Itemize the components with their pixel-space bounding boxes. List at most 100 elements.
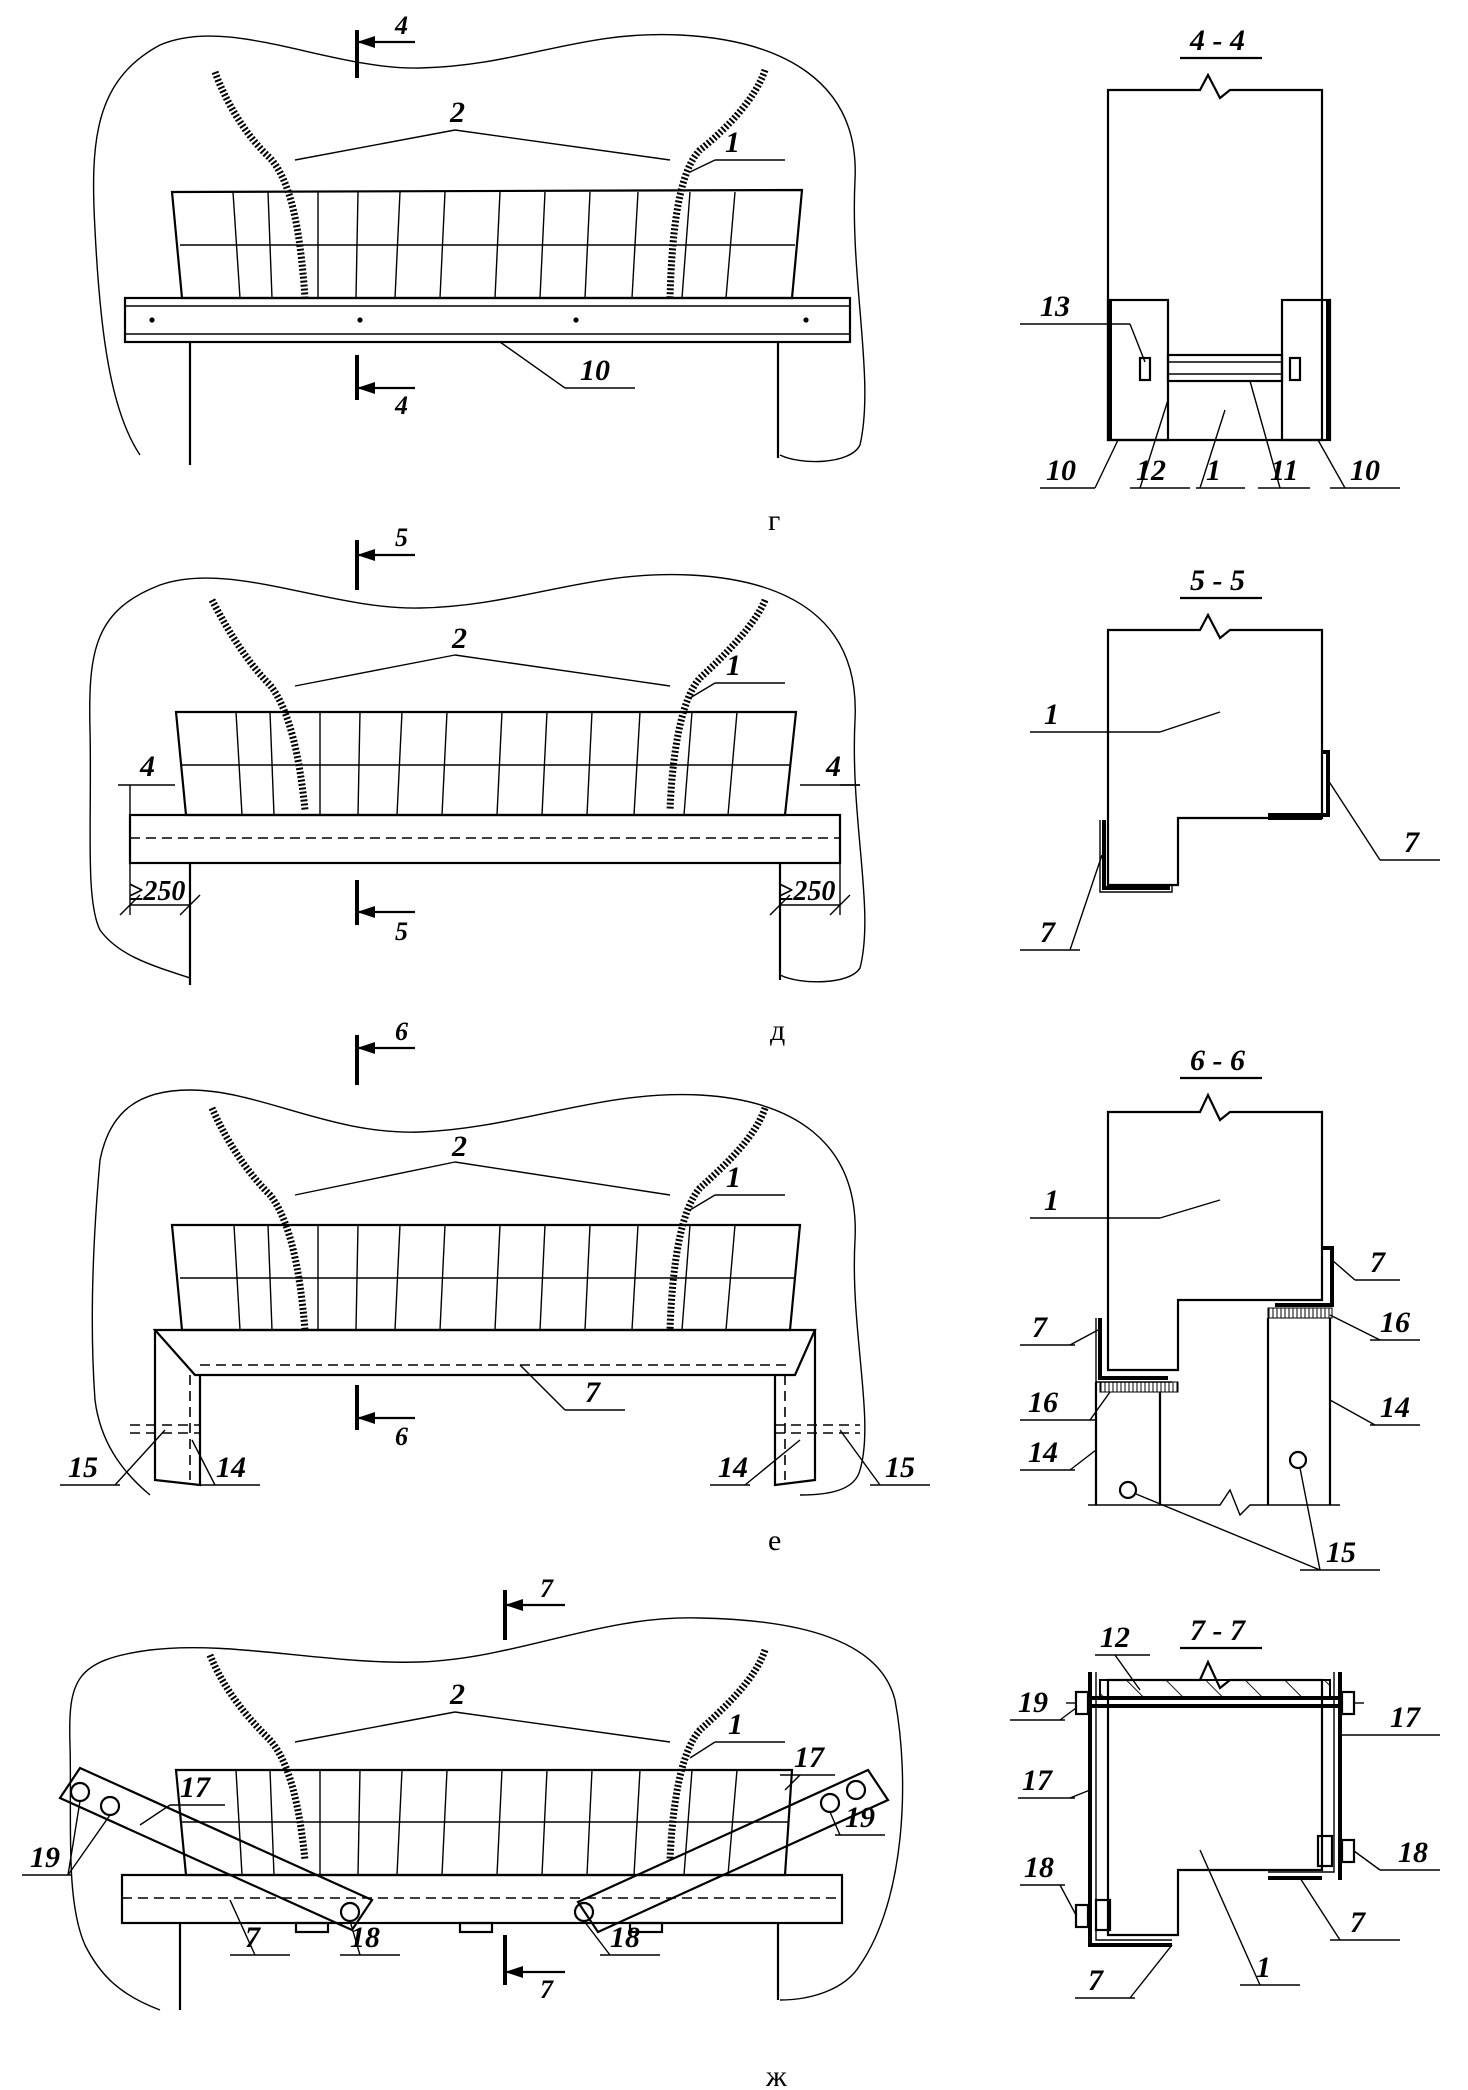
panel-zh: 7 7 2 1 17 17 19 19 7 18 18 ж — [22, 1574, 904, 2090]
label-crack: 2 — [449, 1678, 465, 1711]
label-masonry: 1 — [1256, 1951, 1271, 1984]
label-channel-right: 10 — [1350, 454, 1380, 487]
section-4-4: 4 - 4 13 10 12 1 11 10 — [1020, 24, 1400, 489]
label-beam: 10 — [580, 354, 610, 387]
label-strap-left: 17 — [180, 1771, 211, 1804]
crack-line — [211, 70, 309, 299]
label-post-right: 14 — [1380, 1391, 1410, 1424]
label-masonry: 1 — [1044, 1184, 1059, 1217]
section-mark-top: 7 — [503, 1574, 565, 1640]
wall-outline — [92, 33, 866, 463]
crack-line — [666, 68, 769, 299]
label-angle: 7 — [245, 1921, 261, 1954]
label-bolt-top: 19 — [1018, 1686, 1048, 1719]
label-angle-left: 7 — [1040, 916, 1056, 949]
callout-label: 5 — [395, 917, 408, 946]
anchor-dim-left: ≥250 — [119, 876, 201, 916]
label-pin-right: 18 — [610, 1921, 640, 1954]
label-post-right: 14 — [718, 1451, 748, 1484]
label-crack: 2 — [451, 1130, 467, 1163]
panel-caption: д — [770, 1014, 785, 1047]
label-masonry: 1 — [1206, 454, 1221, 487]
anchor-dim-right: ≥250 — [769, 876, 851, 916]
brick-course — [170, 1223, 802, 1332]
label-angle-left: 7 — [1088, 1964, 1104, 1997]
panel-caption: ж — [765, 2060, 787, 2090]
section-7-7: 7 - 7 12 19 17 17 18 18 7 7 1 — [1010, 1614, 1440, 1999]
section-mark-top: 5 — [355, 523, 415, 590]
section-mark-bottom: 4 — [355, 355, 415, 420]
label-masonry: 1 — [1044, 698, 1059, 731]
dim-text: ≥250 — [128, 876, 185, 907]
dim-text: ≥250 — [778, 876, 835, 907]
label-shim-right: 16 — [1380, 1306, 1410, 1339]
label-plate: 12 — [1100, 1621, 1130, 1654]
label-end-left: 4 — [139, 750, 155, 783]
label-angle-right: 7 — [1370, 1246, 1386, 1279]
label-angle-right: 7 — [1404, 826, 1420, 859]
label-end-right: 4 — [825, 750, 841, 783]
wall-outline — [91, 1089, 866, 1496]
label-brick: 1 — [725, 126, 740, 159]
angle-beam — [128, 813, 842, 865]
label-pin-right: 18 — [1398, 1836, 1428, 1869]
label-rod: 11 — [1270, 454, 1298, 487]
label-channel-left: 10 — [1046, 454, 1076, 487]
callout-label: 7 — [540, 1975, 554, 2004]
label-crack: 2 — [451, 622, 467, 655]
section-mark-bottom: 7 — [503, 1935, 565, 2004]
section-6-6: 6 - 6 1 7 7 16 16 14 14 — [1020, 1044, 1420, 1571]
section-title: 6 - 6 — [1190, 1044, 1245, 1077]
callout-label: 5 — [395, 523, 408, 552]
callout-label: 6 — [395, 1422, 408, 1451]
panel-caption: г — [768, 504, 780, 537]
section-mark-label: 4 — [394, 391, 408, 420]
section-title: 4 - 4 — [1189, 24, 1245, 57]
channel-beam-10 — [123, 296, 852, 344]
wall-outline — [89, 573, 866, 983]
label-bolts: 15 — [1326, 1536, 1356, 1569]
section-mark-bottom: 5 — [355, 880, 415, 946]
portal-frame — [130, 1328, 860, 1487]
label-post-left: 14 — [216, 1451, 246, 1484]
panel-g: 4 4 2 1 10 г — [92, 11, 866, 537]
section-title: 5 - 5 — [1190, 564, 1245, 597]
section-mark-bottom: 6 — [355, 1385, 415, 1451]
label-bolt-right: 19 — [845, 1801, 875, 1834]
strap-17-left — [58, 1766, 374, 1932]
label-angle-right: 7 — [1350, 1906, 1366, 1939]
panel-e: 6 6 2 1 7 15 14 14 15 е — [60, 1017, 930, 1557]
label-bolt-left: 19 — [30, 1841, 60, 1874]
section-mark-label: 4 — [394, 11, 408, 40]
label-plate: 12 — [1136, 454, 1166, 487]
label-pin-left: 18 — [1024, 1851, 1054, 1884]
label-angle: 7 — [585, 1376, 601, 1409]
post-14-right — [1258, 1318, 1340, 1506]
brick-joints — [232, 191, 736, 299]
label-bolt-left: 15 — [68, 1451, 98, 1484]
label-strap-right: 17 — [1390, 1701, 1421, 1734]
section-mark-top: 4 — [355, 11, 415, 78]
callout-label: 7 — [540, 1574, 554, 1603]
brick-course — [170, 188, 804, 300]
label-shim-left: 16 — [1028, 1386, 1058, 1419]
label-strap-left: 17 — [1022, 1764, 1053, 1797]
callout-label: 6 — [395, 1017, 408, 1046]
label-pin-left: 18 — [350, 1921, 380, 1954]
label-brick: 1 — [728, 1708, 743, 1741]
post-14-left — [1088, 1382, 1170, 1506]
label-brick: 1 — [726, 1161, 741, 1194]
section-title: 7 - 7 — [1190, 1614, 1246, 1647]
label-angle-left: 7 — [1032, 1311, 1048, 1344]
brick-course — [174, 1768, 794, 1877]
panel-caption: е — [768, 1524, 781, 1557]
section-5-5: 5 - 5 1 7 7 — [1020, 564, 1440, 951]
label-post-left: 14 — [1028, 1436, 1058, 1469]
brick-course — [174, 710, 798, 817]
wall-outline — [69, 1617, 904, 2011]
section-mark-top: 6 — [355, 1017, 415, 1085]
panel-d: 4 4 ≥250 ≥250 5 5 2 1 д — [89, 523, 866, 1047]
label-bolt-right: 15 — [885, 1451, 915, 1484]
label-strap-right: 17 — [794, 1741, 825, 1774]
